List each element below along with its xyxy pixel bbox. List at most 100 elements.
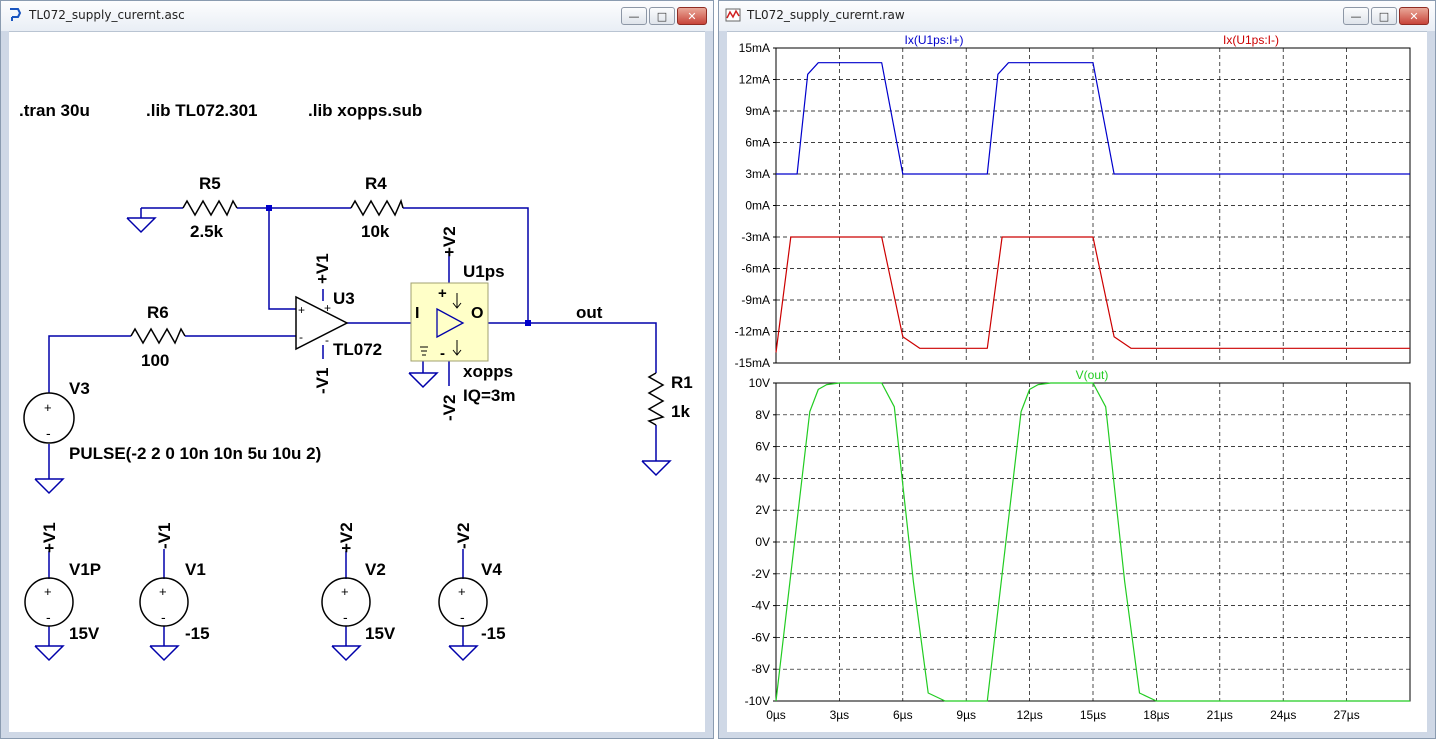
minimize-button[interactable]: — <box>1343 7 1369 25</box>
plot-window-title: TL072_supply_curernt.raw <box>747 8 905 22</box>
x-tick-label: 27µs <box>1333 708 1359 722</box>
v1p-net-label: +V1 <box>40 522 59 553</box>
x-tick-label: 21µs <box>1207 708 1233 722</box>
y-tick-label: -4V <box>751 599 770 613</box>
r5-name: R5 <box>199 174 221 193</box>
lib-directive-xopps[interactable]: .lib xopps.sub <box>308 101 422 120</box>
r1-name: R1 <box>671 373 693 392</box>
u1-name: U1ps <box>463 262 505 281</box>
x-tick-label: 9µs <box>956 708 976 722</box>
v4-minus-mark: - <box>460 609 465 625</box>
v4-name: V4 <box>481 560 502 579</box>
y-tick-label: 15mA <box>739 41 770 55</box>
r4-name: R4 <box>365 174 387 193</box>
r5-value: 2.5k <box>190 222 224 241</box>
current-pane-y-ticks: 15mA12mA9mA6mA3mA0mA-3mA-6mA-9mA-12mA-15… <box>735 41 776 370</box>
schematic-app-icon <box>10 8 22 21</box>
v1p-minus-mark: - <box>46 609 51 625</box>
y-tick-label: 10V <box>749 376 770 390</box>
waveform-app-icon <box>725 8 741 22</box>
window-frame <box>719 732 1435 738</box>
v1-minus-mark: - <box>161 609 166 625</box>
v4-plus-mark: + <box>458 584 466 599</box>
trace-i-plus <box>776 62 1410 175</box>
junction-dot <box>525 320 531 326</box>
u1-plus-mark: + <box>438 285 447 302</box>
schematic-window[interactable]: TL072_supply_curernt.asc — □ ✕ .tran 30u… <box>0 0 714 739</box>
x-tick-label: 0µs <box>766 708 786 722</box>
y-tick-label: 3mA <box>745 167 770 181</box>
y-tick-label: 0V <box>755 535 770 549</box>
close-button[interactable]: ✕ <box>1399 7 1429 25</box>
y-tick-label: -6mA <box>741 262 770 276</box>
x-tick-label: 3µs <box>830 708 850 722</box>
y-tick-label: -6V <box>751 630 770 644</box>
schematic-window-title: TL072_supply_curernt.asc <box>29 8 185 22</box>
window-frame <box>719 31 727 738</box>
legend-v-out[interactable]: V(out) <box>1076 368 1109 382</box>
u3-name: U3 <box>333 289 355 308</box>
x-tick-label: 15µs <box>1080 708 1106 722</box>
legend-i-plus[interactable]: Ix(U1ps:I+) <box>904 33 963 47</box>
voltage-source-v2[interactable]: + - V2 15V +V2 <box>321 522 396 643</box>
v1p-name: V1P <box>69 560 101 579</box>
current-pane[interactable]: 15mA12mA9mA6mA3mA0mA-3mA-6mA-9mA-12mA-15… <box>735 33 1411 370</box>
opamp-u3[interactable]: + - + - U3 TL072 +V1 -V1 <box>295 253 382 394</box>
lib-directive-tl072[interactable]: .lib TL072.301 <box>146 101 258 120</box>
y-tick-label: -2V <box>751 567 770 581</box>
legend-i-minus[interactable]: Ix(U1ps:I-) <box>1223 33 1279 47</box>
v1-name: V1 <box>185 560 206 579</box>
u3-neg-supply-label: -V1 <box>313 368 332 394</box>
y-tick-label: -9mA <box>741 293 770 307</box>
voltage-source-v3[interactable]: + - V3 PULSE(-2 2 0 10n 10n 5u 10u 2) <box>23 379 321 463</box>
v1-net-label: -V1 <box>155 523 174 549</box>
close-button[interactable]: ✕ <box>677 7 707 25</box>
v3-name: V3 <box>69 379 90 398</box>
net-label-out[interactable]: out <box>576 303 603 322</box>
waveform-plot-area[interactable]: 15mA12mA9mA6mA3mA0mA-3mA-6mA-9mA-12mA-15… <box>727 31 1429 734</box>
y-tick-label: 6V <box>755 440 770 454</box>
resistor-r6[interactable]: R6 100 <box>130 303 186 370</box>
v1p-value: 15V <box>69 624 100 643</box>
y-tick-label: 0mA <box>745 199 770 213</box>
resistor-r4[interactable]: R4 10k <box>350 174 404 241</box>
u3-vminus-pin-mark: - <box>325 333 329 347</box>
voltage-source-v4[interactable]: + - V4 -15 -V2 <box>438 523 506 643</box>
y-tick-label: -10V <box>745 694 770 708</box>
window-frame <box>1427 31 1435 738</box>
x-tick-label: 24µs <box>1270 708 1296 722</box>
current-traces <box>775 62 1410 353</box>
v2-value: 15V <box>365 624 396 643</box>
ground-symbols <box>34 217 672 662</box>
maximize-button[interactable]: □ <box>649 7 675 25</box>
schematic-canvas[interactable]: .tran 30u .lib TL072.301 .lib xopps.sub <box>9 31 707 734</box>
x-tick-label: 6µs <box>893 708 913 722</box>
v1-value: -15 <box>185 624 210 643</box>
v2-name: V2 <box>365 560 386 579</box>
y-tick-label: -15mA <box>735 356 770 370</box>
voltage-source-v1[interactable]: + - V1 -15 -V1 <box>139 523 210 643</box>
maximize-button[interactable]: □ <box>1371 7 1397 25</box>
y-tick-label: -3mA <box>741 230 770 244</box>
u1-pin-in-label: I <box>415 305 419 322</box>
x-tick-label: 12µs <box>1016 708 1042 722</box>
minimize-button[interactable]: — <box>621 7 647 25</box>
v3-minus-mark: - <box>46 425 51 441</box>
v2-plus-mark: + <box>341 584 349 599</box>
resistor-r1[interactable]: R1 1k <box>647 372 693 426</box>
plot-titlebar[interactable]: TL072_supply_curernt.raw — □ ✕ <box>719 1 1435 32</box>
wires <box>48 207 657 646</box>
x-tick-label: 18µs <box>1143 708 1169 722</box>
y-tick-label: -8V <box>751 662 770 676</box>
r4-value: 10k <box>361 222 390 241</box>
block-u1ps[interactable]: + - I O U1ps xopps IQ=3m +V2 -V2 <box>410 226 515 421</box>
schematic-titlebar[interactable]: TL072_supply_curernt.asc — □ ✕ <box>1 1 713 32</box>
window-frame <box>1 732 713 738</box>
v2-minus-mark: - <box>343 609 348 625</box>
tran-directive[interactable]: .tran 30u <box>19 101 90 120</box>
u3-vplus-pin-mark: + <box>324 301 331 315</box>
resistor-r5[interactable]: R5 2.5k <box>182 174 238 241</box>
voltage-source-v1p[interactable]: + - V1P 15V +V1 <box>24 522 101 643</box>
